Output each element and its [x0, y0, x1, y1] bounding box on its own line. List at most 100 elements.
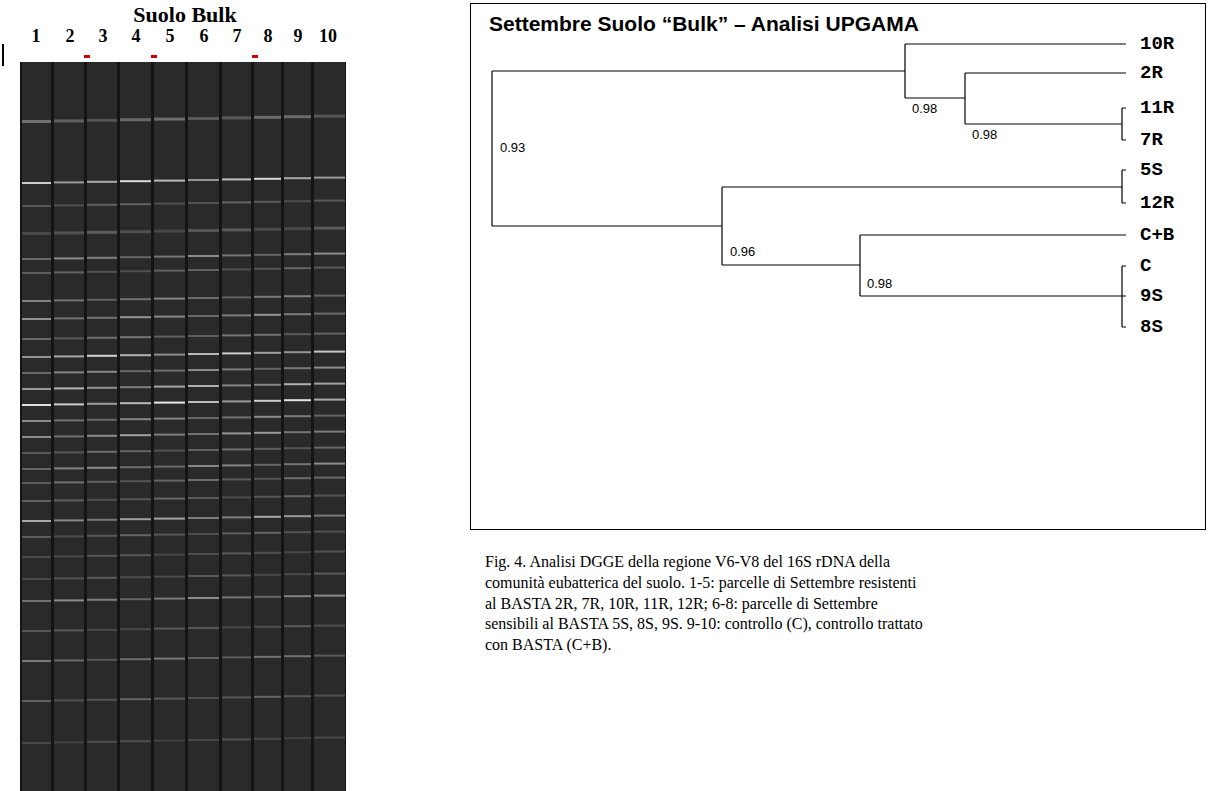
gel-band [314, 463, 345, 465]
gel-band [87, 555, 117, 557]
gel-band [154, 270, 185, 272]
gel-band [54, 403, 84, 405]
lane-number: 10 [319, 26, 337, 47]
gel-band [314, 295, 345, 297]
lane-number: 5 [166, 26, 175, 47]
similarity-value: 0.96 [728, 244, 757, 259]
sample-label: 10R [1140, 33, 1174, 55]
gel-band [254, 334, 281, 336]
gel-band [120, 336, 151, 338]
gel-band [222, 596, 251, 598]
gel-band [154, 434, 185, 436]
gel-band [87, 599, 117, 601]
gel-band [120, 576, 151, 578]
gel-band [154, 598, 185, 600]
gel-band [188, 497, 219, 499]
gel-band [284, 253, 311, 255]
gel-band [87, 317, 117, 319]
gel-band [120, 450, 151, 452]
gel-band [22, 232, 51, 235]
gel-band [284, 737, 311, 739]
gel-band [120, 203, 151, 205]
gel-lane [314, 62, 345, 791]
gel-band [254, 268, 281, 270]
gel-band [87, 741, 117, 743]
gel-band [87, 535, 117, 537]
gel-band [154, 316, 185, 318]
gel-band [22, 388, 51, 390]
gel-band [54, 535, 84, 537]
gel-band [54, 599, 84, 601]
sample-label: 7R [1140, 129, 1163, 151]
gel-band [54, 337, 84, 339]
dendrogram-branch [860, 234, 1126, 235]
gel-band [254, 574, 281, 576]
gel-band [222, 496, 251, 498]
gel-band [188, 433, 219, 435]
gel-band [188, 533, 219, 535]
gel-band [87, 299, 117, 301]
gel-band [314, 115, 345, 118]
gel-band [188, 202, 219, 204]
gel-band [222, 368, 251, 370]
gel-band [87, 119, 117, 122]
gel-band [120, 740, 151, 742]
gel-band [22, 420, 51, 422]
gel-band [120, 434, 151, 436]
gel-band [87, 337, 117, 339]
gel-band [188, 575, 219, 577]
sample-label: 2R [1140, 62, 1163, 84]
gel-band [254, 416, 281, 418]
gel-band [188, 353, 219, 355]
gel-band [22, 482, 51, 484]
gel-band [54, 257, 84, 259]
gel-background [20, 62, 346, 791]
gel-band [284, 383, 311, 385]
gel-band [188, 417, 219, 419]
gel-band [87, 577, 117, 579]
gel-band [254, 400, 281, 402]
gel-band [120, 298, 151, 300]
dendrogram-branch [965, 72, 1126, 73]
gel-band [314, 177, 345, 179]
gel-band [254, 496, 281, 498]
gel-band [188, 385, 219, 387]
gel-band [120, 370, 151, 372]
gel-band [22, 536, 51, 538]
gel-band [222, 532, 251, 534]
gel-band [120, 518, 151, 520]
gel-band [54, 659, 84, 661]
gel-band [54, 451, 84, 453]
gel-band [314, 253, 345, 255]
gel-lane [188, 62, 219, 791]
gel-band [154, 418, 185, 420]
gel-band [314, 227, 345, 230]
sample-label: 8S [1140, 316, 1163, 338]
dendrogram-branch [905, 97, 965, 98]
gel-band [54, 119, 84, 122]
gel-band [87, 231, 117, 234]
gel-band [222, 464, 251, 466]
gel-band [154, 203, 185, 205]
gel-band [22, 556, 51, 558]
gel-lane [154, 62, 185, 791]
gel-band [222, 228, 251, 231]
gel-band [22, 356, 51, 358]
gel-band [120, 256, 151, 258]
gel-band [22, 660, 51, 662]
gel-band [54, 204, 84, 206]
gel-band [188, 229, 219, 232]
gel-band [154, 658, 185, 660]
gel-band [254, 296, 281, 298]
gel-band [222, 400, 251, 402]
gel-band [22, 630, 51, 632]
gel-band [254, 626, 281, 628]
gel-band [188, 597, 219, 599]
gel-band [314, 551, 345, 553]
gel-band [120, 554, 151, 556]
gel-band [120, 658, 151, 660]
gel-band [54, 271, 84, 273]
lane-number: 6 [200, 26, 209, 47]
gel-band [54, 699, 84, 701]
gel-band [222, 314, 251, 316]
